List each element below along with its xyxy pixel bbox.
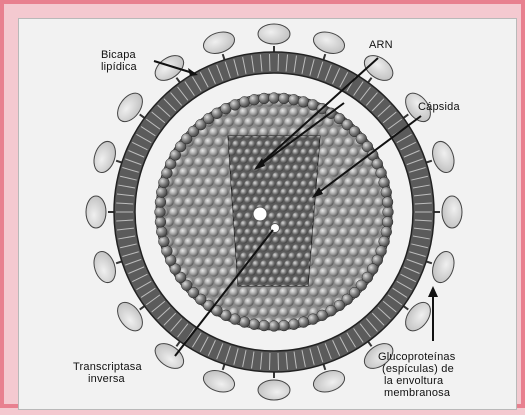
glyco-label-3: la envoltura: [384, 375, 444, 387]
bilayer-label-1: Bicapa: [101, 49, 137, 61]
diagram-panel: Bicapa lipídica ARN Cápsida Transcriptas…: [18, 18, 517, 410]
glycoprotein-spike: [311, 28, 348, 57]
rt-label-2: inversa: [88, 373, 126, 385]
glycoprotein-spike: [429, 139, 458, 176]
glycoprotein-spike: [90, 139, 119, 176]
glycoprotein-spike: [429, 249, 458, 286]
glycoprotein-spike: [258, 24, 290, 44]
glycoprotein-spike: [86, 196, 106, 228]
capsid-label: Cápsida: [418, 101, 460, 113]
glyco-label-4: membranosa: [384, 387, 451, 399]
glycoprotein-spike: [201, 367, 238, 396]
virus-diagram: Bicapa lipídica ARN Cápsida Transcriptas…: [18, 18, 517, 410]
glycoprotein-spike: [442, 196, 462, 228]
glyco-label-2: (espículas) de: [382, 363, 454, 375]
rt-label-1: Transcriptasa: [73, 361, 143, 373]
glyco-label-1: Glucoproteínas: [378, 351, 456, 363]
glycoprotein-spike: [258, 380, 290, 400]
glycoprotein-spike: [201, 28, 238, 57]
glycoprotein-spike: [311, 367, 348, 396]
rna-label: ARN: [369, 39, 393, 51]
rt-enzyme-dot: [253, 207, 267, 221]
bilayer-label-2: lipídica: [101, 61, 138, 73]
glycoprotein-spike: [90, 249, 119, 286]
